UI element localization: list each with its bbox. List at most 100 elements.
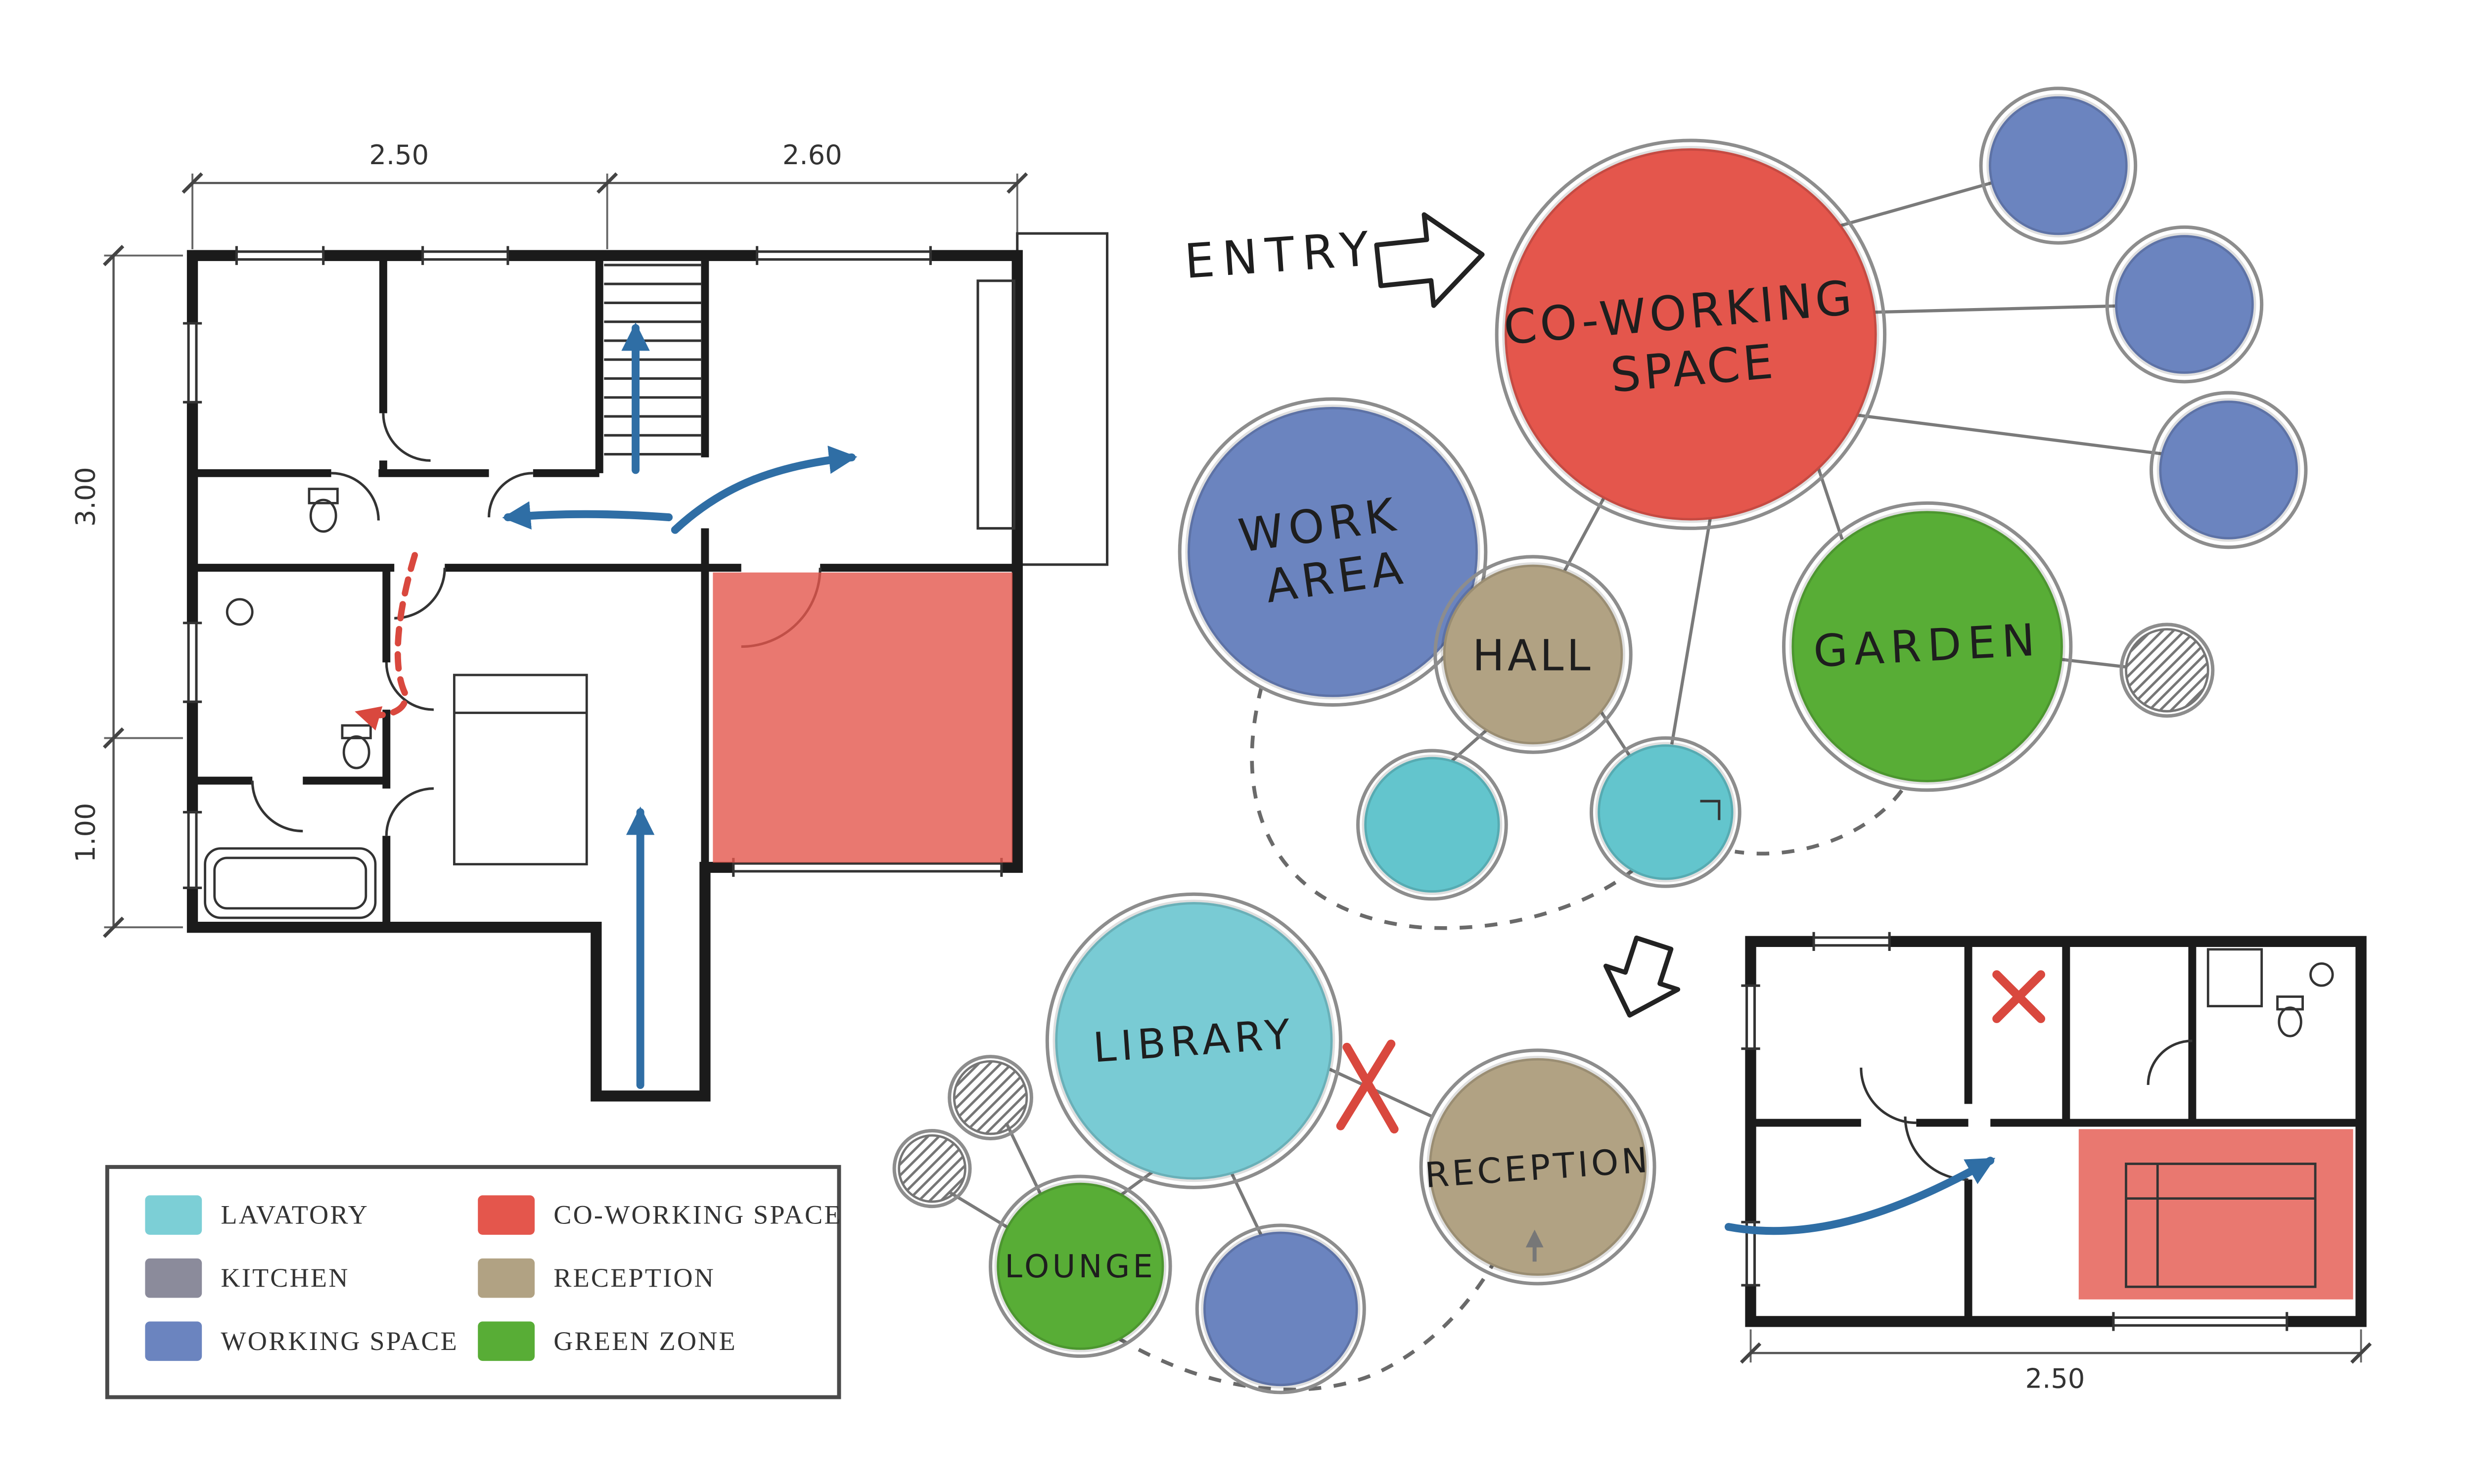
fixtures — [2206, 948, 2334, 1037]
bubble-library: LIBRARY — [1045, 892, 1342, 1189]
flow-arrow-entry — [1724, 1157, 1996, 1235]
bubble-work-area-label: WORK AREA — [1236, 485, 1430, 616]
dashed-curve — [1115, 1248, 1504, 1392]
bubble-ring — [2149, 391, 2308, 549]
legend-box — [105, 1165, 841, 1399]
dim-label-side-upper: 3.00 — [70, 467, 101, 527]
coworking-area-highlight — [713, 572, 1013, 863]
hatched-circle — [898, 1134, 966, 1203]
bubble-ring — [892, 1129, 972, 1209]
window — [2113, 1312, 2287, 1331]
connection-line — [948, 1191, 1018, 1235]
dimension-bottom: 2.50 — [1740, 1329, 2372, 1394]
window-lines — [235, 246, 325, 265]
fixtures — [204, 488, 588, 919]
hatched-bubbles-lounge — [892, 1055, 1033, 1209]
window-lines — [2112, 1312, 2289, 1331]
bubble-lounge-label: LOUNGE — [1005, 1249, 1156, 1285]
bubble-ring — [1178, 397, 1488, 707]
down-arrow-icon — [1603, 935, 1681, 1018]
outer-walls — [1745, 936, 2367, 1327]
radiator — [976, 279, 1015, 530]
window — [183, 623, 202, 702]
bubble-ring — [1045, 892, 1342, 1189]
window — [183, 323, 202, 403]
window-lines — [1741, 984, 1760, 1050]
corner-mark — [1700, 800, 1721, 820]
connection-line — [1829, 180, 1997, 230]
bubble-ring — [989, 1174, 1172, 1358]
sofa-lines — [2126, 1164, 2316, 1287]
window-lines — [421, 246, 509, 265]
bubble-library-circle — [1053, 899, 1335, 1182]
flow-arrow-left — [502, 501, 673, 530]
bubble-work-area-circle — [1185, 405, 1480, 700]
bubble-hall: HALL — [1433, 555, 1633, 754]
bubble-ring — [1419, 1048, 1656, 1286]
window — [1741, 986, 1760, 1049]
bathtub — [204, 847, 377, 919]
legend-swatch-lavatory — [145, 1195, 202, 1235]
hatched-circle — [2125, 628, 2209, 713]
circulation-arrows — [355, 322, 858, 1089]
window-lines — [1812, 932, 1891, 951]
dim-label-top-right: 2.60 — [782, 139, 842, 171]
bubble-reception-circle — [1426, 1056, 1649, 1278]
window — [757, 246, 931, 265]
window — [183, 812, 202, 888]
legend-label-green-zone: GREEN ZONE — [553, 1326, 737, 1356]
window-lines — [183, 810, 202, 890]
dim-label-side-lower: 1.00 — [70, 803, 101, 863]
satellite-bubble — [1986, 93, 2130, 238]
satellite-bubble — [2112, 232, 2256, 376]
legend: LAVATORY KITCHEN WORKING SPACE CO-WORKIN… — [105, 1165, 841, 1399]
satellite-bubble — [2156, 398, 2300, 542]
entry-arrow-icon — [1374, 212, 1485, 308]
bubble-garden-label: GARDEN — [1812, 614, 2043, 677]
bathtub-inner — [213, 856, 367, 910]
window — [1814, 932, 1890, 951]
connection-line — [1670, 512, 1713, 745]
legend-label-lavatory: LAVATORY — [221, 1200, 369, 1230]
legend-swatch-kitchen — [145, 1258, 202, 1298]
satellite-bubbles — [1979, 87, 2308, 549]
hatched-bubble-garden-side — [2119, 623, 2215, 718]
legend-swatch-working-space — [145, 1321, 202, 1361]
dimension-left: 3.00 1.00 — [70, 245, 183, 938]
lavatory-bubbles — [1356, 736, 1741, 901]
entry-callout: ENTRY — [1183, 212, 1485, 308]
dim-label-small-plan: 2.50 — [2025, 1363, 2085, 1394]
extension-lines — [1749, 1329, 2362, 1363]
shower — [2206, 948, 2263, 1008]
connection-line — [1563, 488, 1610, 572]
sofa-outline — [2125, 1163, 2317, 1288]
toilet-tank — [308, 488, 339, 504]
lavatory-bubble — [1595, 742, 1736, 883]
interior-walls — [192, 255, 1017, 928]
legend-label-working-space: WORKING SPACE — [221, 1326, 458, 1356]
window-lines — [183, 622, 202, 703]
entry-label: ENTRY — [1183, 221, 1378, 289]
dim-label-top-left: 2.50 — [369, 139, 429, 171]
legend-label-reception: RECEPTION — [553, 1263, 715, 1293]
legend-swatch-coworking — [478, 1195, 535, 1235]
window — [422, 246, 508, 265]
interior-walls — [1750, 941, 2361, 1322]
stair-treads — [604, 264, 702, 456]
dimension-ticks — [1740, 1342, 2372, 1364]
toilet-tank — [2276, 995, 2304, 1011]
window-lines — [1741, 1220, 1760, 1287]
toilet — [342, 735, 370, 769]
strike-line — [1342, 1042, 1399, 1134]
window-lines — [732, 857, 1003, 877]
bubble-garden: GARDEN — [1782, 501, 2073, 792]
dimension-ticks — [182, 172, 1028, 194]
bubble-hall-label: HALL — [1472, 631, 1594, 680]
outer-walls — [186, 250, 1023, 1102]
strike-line — [1336, 1039, 1396, 1130]
bubble-ring — [948, 1055, 1033, 1140]
connection-line — [1005, 1122, 1048, 1206]
hatched-circle — [953, 1060, 1028, 1135]
sink — [226, 598, 254, 626]
